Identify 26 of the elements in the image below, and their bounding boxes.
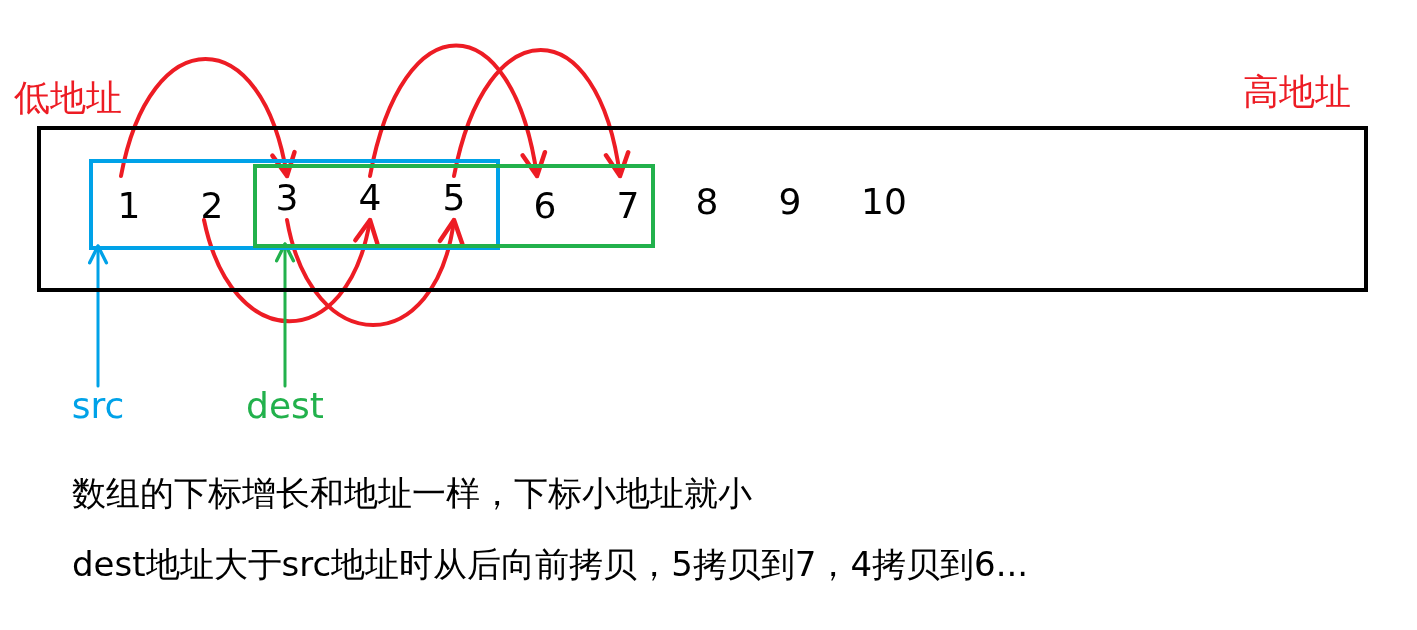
array-frame bbox=[37, 126, 1368, 292]
array-number: 3 bbox=[263, 176, 311, 220]
note-text: 数组的下标增长和地址一样，下标小地址就小 bbox=[72, 476, 752, 510]
pointer-arrow bbox=[87, 244, 109, 388]
array-number: 7 bbox=[604, 184, 652, 228]
range-box bbox=[253, 164, 655, 248]
copy-arrow bbox=[285, 217, 463, 327]
copy-arrow bbox=[368, 43, 546, 179]
array-number: 10 bbox=[860, 180, 908, 224]
array-number: 8 bbox=[683, 180, 731, 224]
pointer-label: src bbox=[68, 386, 128, 426]
array-number: 1 bbox=[105, 184, 153, 228]
array-number: 6 bbox=[521, 184, 569, 228]
address-label: 低地址 bbox=[14, 80, 122, 116]
pointer-label: dest bbox=[240, 386, 330, 426]
array-number: 5 bbox=[430, 176, 478, 220]
array-number: 4 bbox=[346, 176, 394, 220]
copy-arrow bbox=[202, 217, 378, 324]
copy-arrow bbox=[119, 57, 296, 179]
address-label: 高地址 bbox=[1243, 74, 1351, 110]
range-box bbox=[89, 159, 500, 250]
pointer-arrow bbox=[274, 242, 296, 388]
array-number: 9 bbox=[766, 180, 814, 224]
copy-arrow bbox=[452, 48, 630, 179]
array-number: 2 bbox=[188, 184, 236, 228]
note-text: dest地址大于src地址时从后向前拷贝，5拷贝到7，4拷贝到6... bbox=[72, 547, 1029, 581]
